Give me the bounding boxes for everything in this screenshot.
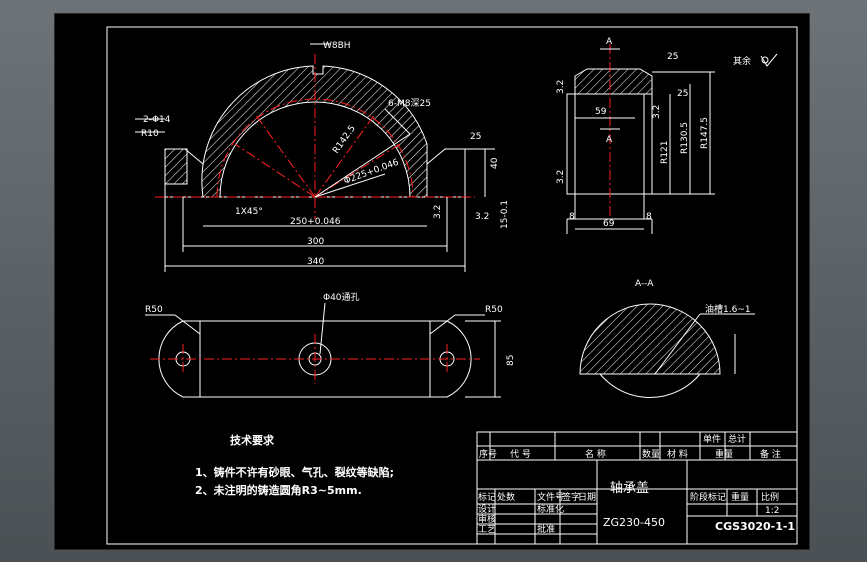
dim-8a: 8: [569, 212, 575, 222]
dim-r50-right: R50: [485, 305, 503, 315]
front-view: W8BH 6-M8深25 2-Φ14 R10 R142.5 Φ225+0.046…: [135, 41, 510, 272]
dim-r50-left: R50: [145, 305, 163, 315]
tb-l-file: 文件号: [537, 491, 564, 503]
tb-scale: 1:2: [765, 506, 779, 516]
tb-h-note: 备 注: [760, 448, 781, 460]
tb-l-count: 处数: [497, 491, 515, 503]
tb-l-stage: 阶段标记: [690, 491, 726, 503]
dim-85: 85: [506, 355, 516, 366]
dim-thread: 6-M8深25: [388, 98, 431, 109]
title-block: 序号 代 号 名 称 数量 材 料 单件 总计 重量 备 注 轴承盖 ZG230…: [476, 431, 798, 545]
side-section-top: [574, 68, 653, 95]
tb-l-wt: 重量: [731, 491, 749, 503]
tb-l-std: 标准化: [537, 503, 564, 515]
drawing-sheet: W8BH 6-M8深25 2-Φ14 R10 R142.5 Φ225+0.046…: [55, 14, 809, 549]
top-outline: [158, 320, 472, 398]
rough-32b: 3.2: [556, 170, 566, 184]
dim-r10: R10: [141, 129, 159, 139]
tb-l-check: 审核: [478, 513, 496, 525]
dim-32b: 3.2: [475, 212, 489, 222]
tb-l-craft: 工艺: [478, 524, 496, 535]
tb-part-name: 轴承盖: [610, 481, 649, 496]
tb-h-weight: 重量: [715, 448, 733, 460]
rough-25b: 25: [677, 89, 688, 99]
tb-h-mat: 材 料: [667, 448, 688, 460]
rough-25a: 25: [667, 52, 678, 62]
tb-drawing-no: CGS3020-1-1: [715, 520, 795, 533]
dim-1x45: 1X45°: [235, 207, 263, 217]
side-view: A A 59 69 8 8 R121 R130.5 R147.5 3.2 3.2…: [556, 37, 778, 234]
rest-roughness: 其余: [733, 55, 751, 67]
tb-l-date: 日期: [578, 492, 596, 503]
notes-title: 技术要求: [230, 433, 275, 447]
dim-8b: 8: [646, 212, 652, 222]
tb-h-qty: 数量: [642, 448, 660, 460]
right-flange: [426, 148, 466, 197]
section-mark-a-top: A: [606, 37, 613, 47]
section-segment: [579, 303, 721, 375]
dim-top-width: W8BH: [323, 41, 351, 51]
drawing-frame: [106, 26, 798, 545]
dim-69: 69: [603, 219, 615, 229]
dim-r142: R142.5: [331, 124, 358, 156]
tb-material: ZG230-450: [603, 516, 665, 529]
notes-line-1: 1、铸件不许有砂眼、气孔、裂纹等缺陷;: [195, 465, 394, 479]
tb-h-total: 总计: [728, 433, 746, 445]
rough-32a: 3.2: [556, 80, 566, 94]
dim-r130: R130.5: [680, 122, 690, 154]
tb-h-name: 名 称: [585, 448, 606, 460]
bearing-cover-section: [201, 65, 428, 198]
section-mark-a-bottom: A: [606, 135, 613, 145]
section-a-a: A--A 油槽1.6~1: [579, 279, 755, 398]
tb-h-index: 序号: [479, 448, 497, 460]
dim-r147: R147.5: [700, 117, 710, 149]
cad-drawing: W8BH 6-M8深25 2-Φ14 R10 R142.5 Φ225+0.046…: [106, 26, 798, 545]
left-lug: [164, 148, 188, 185]
tb-l-design: 设计: [478, 503, 496, 515]
dim-25: 25: [470, 132, 481, 142]
tb-l-sign: 签字: [562, 491, 580, 503]
section-title: A--A: [635, 279, 654, 289]
dim-59: 59: [595, 107, 607, 117]
tb-h-code: 代 号: [510, 449, 531, 460]
top-view: R50 R50 Φ40通孔 85: [145, 292, 516, 398]
tb-h-single: 单件: [703, 433, 721, 445]
dim-2-14: 2-Φ14: [143, 115, 171, 125]
dim-phi40: Φ40通孔: [323, 292, 360, 303]
tb-l-approve: 批准: [537, 523, 555, 535]
dim-15: 15-0.1: [500, 200, 510, 229]
tb-l-mark: 标记: [478, 491, 496, 503]
dim-340: 340: [307, 257, 324, 267]
dim-32a: 3.2: [433, 205, 443, 219]
dim-r121: R121: [660, 141, 670, 164]
tb-l-scale: 比例: [761, 491, 779, 503]
oil-groove-note: 油槽1.6~1: [705, 303, 751, 315]
technical-notes: 技术要求 1、铸件不许有砂眼、气孔、裂纹等缺陷; 2、未注明的铸造圆角R3~5m…: [195, 433, 394, 497]
rough-32c: 3.2: [652, 105, 662, 119]
dim-r225: Φ225+0.046: [343, 158, 401, 187]
notes-line-2: 2、未注明的铸造圆角R3~5mm.: [195, 483, 362, 497]
roughness-symbol: [760, 53, 778, 67]
dim-300: 300: [307, 237, 324, 247]
dim-40: 40: [490, 157, 500, 169]
dim-250: 250+0.046: [290, 217, 341, 227]
